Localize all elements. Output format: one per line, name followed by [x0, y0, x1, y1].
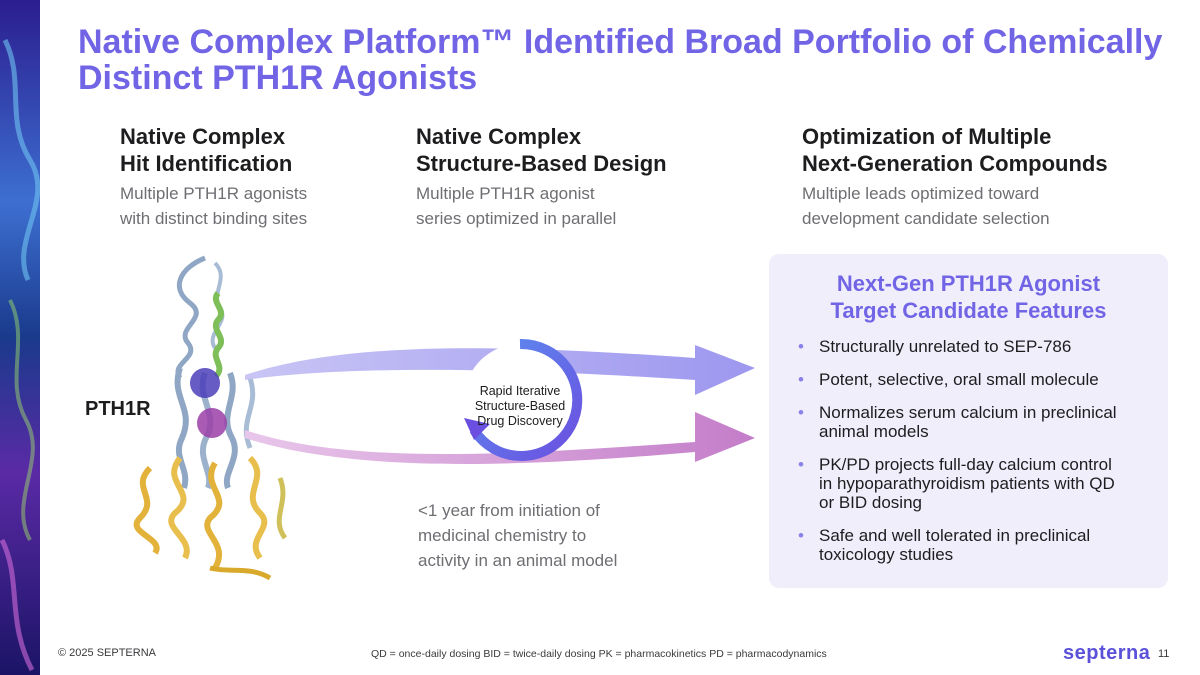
subtitle-line: with distinct binding sites: [120, 209, 308, 228]
heading-line: Hit Identification: [120, 151, 293, 176]
column-subtitle-structure-based-design: Multiple PTH1R agonist series optimized …: [416, 181, 616, 231]
timeline-note: <1 year from initiation of medicinal che…: [418, 498, 617, 573]
page-number: 11: [1158, 648, 1170, 660]
bullet-icon: •: [798, 526, 804, 545]
cycle-label-line: Drug Discovery: [477, 414, 563, 428]
heading-line: Optimization of Multiple: [802, 124, 1052, 149]
column-heading-structure-based-design: Native Complex Structure-Based Design: [416, 123, 667, 177]
subtitle-line: development candidate selection: [802, 209, 1050, 228]
cycle-label-line: Structure-Based: [474, 399, 566, 413]
feature-item: • PK/PD projects full-day calcium control…: [798, 455, 1128, 512]
heading-line: Native Complex: [416, 124, 582, 149]
cycle-label: Rapid Iterative Structure-Based Drug Dis…: [462, 384, 578, 429]
column-heading-hit-identification: Native Complex Hit Identification: [120, 123, 292, 177]
footer-abbreviations: QD = once-daily dosing BID = twice-daily…: [371, 648, 827, 660]
cycle-arrow-icon: [464, 338, 583, 461]
subtitle-line: Multiple PTH1R agonist: [416, 184, 595, 203]
feature-item: • Safe and well tolerated in preclinical …: [798, 526, 1128, 564]
feature-text: Potent, selective, oral small molecule: [819, 370, 1099, 389]
right-arrow-icon: [245, 412, 755, 464]
company-logo: septerna: [1063, 642, 1151, 664]
bullet-icon: •: [798, 403, 804, 422]
heading-line: Next-Generation Compounds: [802, 151, 1108, 176]
subtitle-line: Multiple PTH1R agonists: [120, 184, 308, 203]
feature-text: Normalizes serum calcium in preclinical …: [819, 403, 1117, 441]
note-line: <1 year from initiation of: [418, 501, 600, 520]
column-subtitle-optimization: Multiple leads optimized toward developm…: [802, 181, 1050, 231]
binding-site-icon: [190, 368, 220, 398]
features-list: • Structurally unrelated to SEP-786 • Pote…: [798, 337, 1128, 578]
binding-site-icon: [197, 408, 227, 438]
subtitle-line: Multiple leads optimized toward: [802, 184, 1040, 203]
bullet-icon: •: [798, 337, 804, 356]
protein-structure-icon: [133, 255, 288, 581]
column-subtitle-hit-identification: Multiple PTH1R agonists with distinct bi…: [120, 181, 307, 231]
footer-copyright: © 2025 SEPTERNA: [58, 647, 156, 659]
feature-text: Safe and well tolerated in preclinical t…: [819, 526, 1091, 564]
feature-text: Structurally unrelated to SEP-786: [819, 337, 1072, 356]
note-line: activity in an animal model: [418, 551, 618, 570]
page-title: Native Complex Platform™ Identified Broa…: [78, 23, 1163, 97]
panel-title-line: Target Candidate Features: [830, 298, 1107, 323]
heading-line: Native Complex: [120, 124, 286, 149]
heading-line: Structure-Based Design: [416, 151, 667, 176]
subtitle-line: series optimized in parallel: [416, 209, 617, 228]
note-line: medicinal chemistry to: [418, 526, 587, 545]
protein-label: PTH1R: [85, 398, 151, 420]
features-panel: [769, 254, 1168, 588]
panel-title-line: Next-Gen PTH1R Agonist: [836, 271, 1101, 296]
bullet-icon: •: [798, 455, 804, 474]
feature-item: • Structurally unrelated to SEP-786: [798, 337, 1128, 356]
decorative-side-band: [0, 0, 40, 675]
feature-text: PK/PD projects full-day calcium control …: [819, 455, 1115, 512]
column-heading-optimization: Optimization of Multiple Next-Generation…: [802, 123, 1108, 177]
bullet-icon: •: [798, 370, 804, 389]
cycle-label-line: Rapid Iterative: [479, 384, 561, 398]
feature-item: • Potent, selective, oral small molecule: [798, 370, 1128, 389]
panel-title: Next-Gen PTH1R Agonist Target Candidate …: [769, 270, 1168, 324]
feature-item: • Normalizes serum calcium in preclinical…: [798, 403, 1128, 441]
